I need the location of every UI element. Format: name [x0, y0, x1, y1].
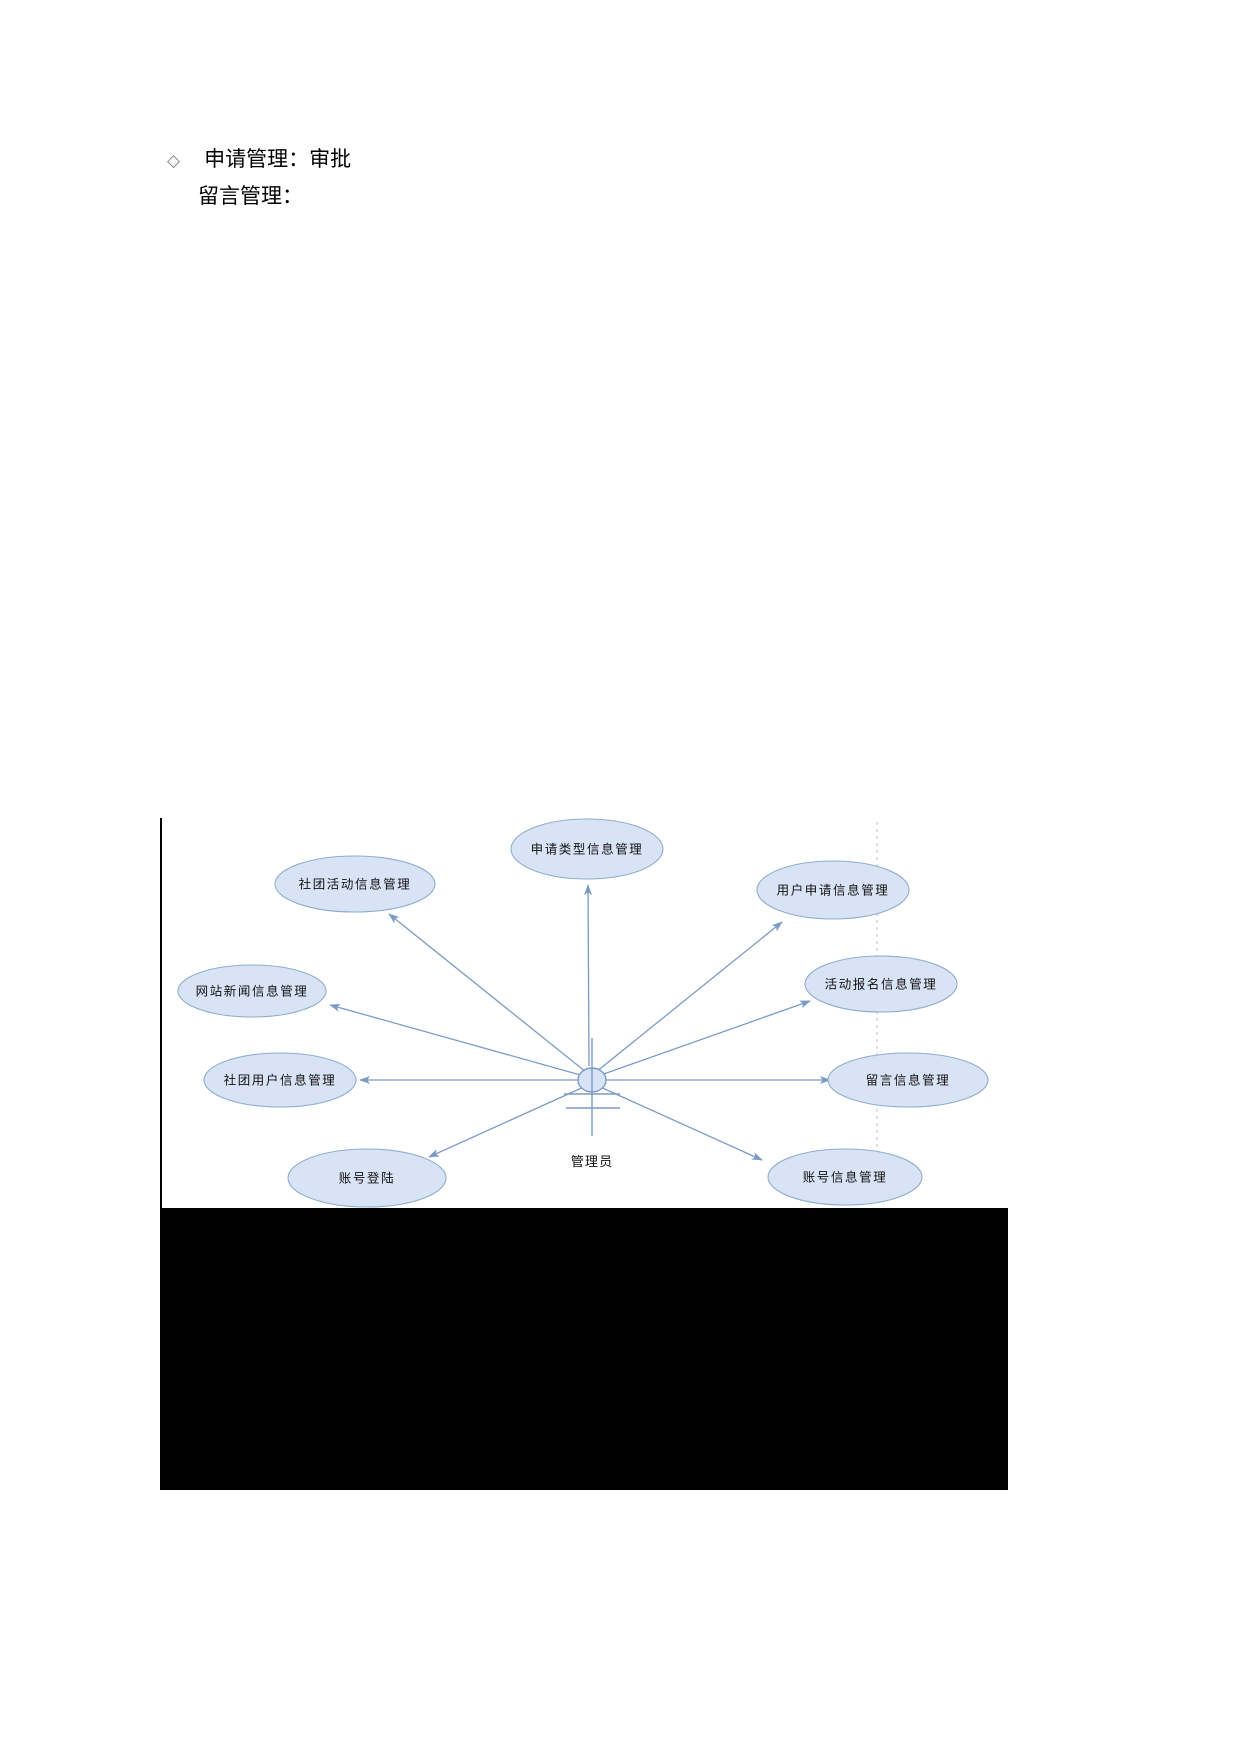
assoc-actor-to-site-news: [329, 1003, 585, 1077]
assoc-actor-to-apply-type: [584, 884, 593, 1067]
use-case-ellipse[interactable]: [756, 860, 910, 920]
use-case-ellipse[interactable]: [827, 1052, 989, 1108]
use-case-club-user[interactable]: 社团用户信息管理: [203, 1052, 357, 1108]
actor-admin[interactable]: 管理员: [564, 1038, 620, 1170]
diamond-bullet-icon: ◇: [167, 151, 181, 171]
use-case-ellipse[interactable]: [203, 1052, 357, 1108]
use-case-label: 留言信息管理: [866, 1073, 951, 1088]
bullet-line-1: ◇ 申请管理：审批: [167, 146, 354, 172]
upper-redaction-block: [160, 145, 1008, 818]
assoc-actor-to-account-info: [597, 1085, 763, 1161]
actor-label: 管理员: [571, 1155, 614, 1170]
assoc-actor-to-account-login: [428, 1085, 587, 1158]
use-case-label: 账号登陆: [339, 1171, 395, 1186]
use-case-message-info[interactable]: 留言信息管理: [827, 1052, 989, 1108]
use-case-diagram-svg: 管理员 申请类型信息管理 社团活动信息管理 用户申请信息管理 网站新闻信息管理 …: [177, 818, 989, 1208]
use-case-label: 账号信息管理: [803, 1170, 888, 1185]
use-case-apply-type[interactable]: 申请类型信息管理: [510, 818, 664, 880]
use-case-diagram-panel: 管理员 申请类型信息管理 社团活动信息管理 用户申请信息管理 网站新闻信息管理 …: [160, 818, 1008, 1208]
use-case-ellipse[interactable]: [177, 964, 327, 1018]
use-case-label: 社团用户信息管理: [224, 1073, 337, 1088]
use-case-ellipse[interactable]: [804, 955, 958, 1013]
bullet-line-2: 留言管理：: [196, 183, 305, 209]
bullet-line-1-text: 申请管理：审批: [202, 146, 354, 172]
use-case-club-activity[interactable]: 社团活动信息管理: [274, 855, 436, 913]
use-case-activity-signup[interactable]: 活动报名信息管理: [804, 955, 958, 1013]
use-case-label: 申请类型信息管理: [531, 842, 644, 857]
use-case-user-apply[interactable]: 用户申请信息管理: [756, 860, 910, 920]
use-case-label: 社团活动信息管理: [299, 877, 412, 892]
assoc-actor-to-club-activity: [388, 913, 587, 1073]
bullet-line-2-text: 留言管理：: [196, 183, 305, 209]
use-case-ellipse[interactable]: [767, 1148, 923, 1206]
use-case-account-login[interactable]: 账号登陆: [287, 1148, 447, 1208]
use-case-account-info[interactable]: 账号信息管理: [767, 1148, 923, 1206]
use-case-ellipse[interactable]: [287, 1148, 447, 1208]
use-case-label: 用户申请信息管理: [777, 883, 890, 898]
use-case-ellipse[interactable]: [510, 818, 664, 880]
use-case-label: 网站新闻信息管理: [196, 984, 309, 999]
assoc-actor-to-user-apply: [595, 921, 783, 1073]
use-case-site-news[interactable]: 网站新闻信息管理: [177, 964, 327, 1018]
use-case-ellipse[interactable]: [274, 855, 436, 913]
use-case-label: 活动报名信息管理: [825, 977, 938, 992]
lower-redaction-block: [160, 1208, 1008, 1490]
association-lines: [329, 884, 831, 1161]
assoc-actor-to-activity-signup: [597, 1000, 811, 1077]
